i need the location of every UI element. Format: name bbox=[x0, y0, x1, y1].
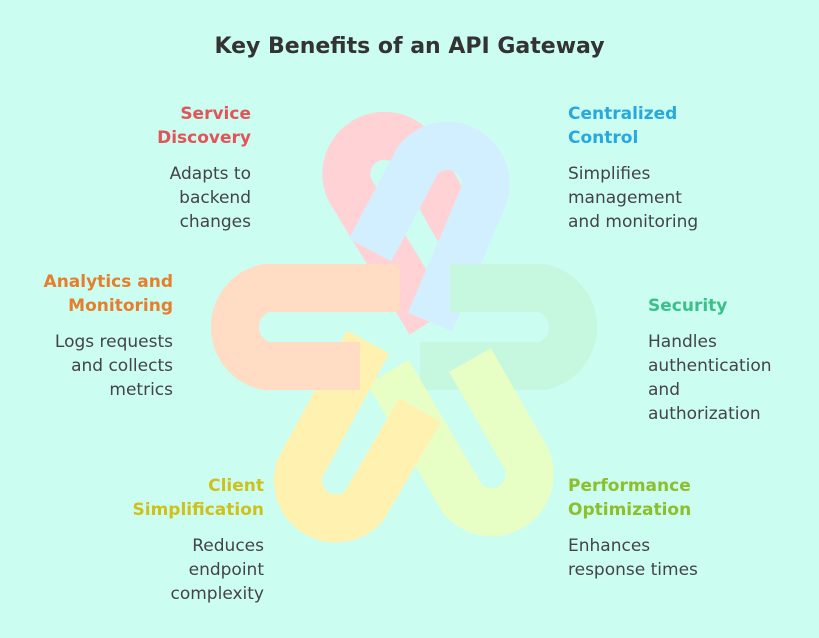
description-line: metrics bbox=[109, 380, 173, 400]
diagram-title: Key Benefits of an API Gateway bbox=[214, 34, 605, 59]
benefit-description: Enhances response times bbox=[568, 534, 698, 582]
description-line: changes bbox=[179, 212, 251, 232]
benefit-description: Simplifies management and monitoring bbox=[568, 162, 698, 234]
benefit-client-simplification: Client Simplification Reduces endpoint c… bbox=[133, 474, 265, 606]
heading-line: Monitoring bbox=[68, 296, 173, 316]
description-line: response times bbox=[568, 560, 698, 580]
benefit-description: Reduces endpoint complexity bbox=[133, 534, 265, 606]
benefit-centralized-control: Centralized Control Simplifies managemen… bbox=[568, 102, 698, 234]
description-line: Adapts to bbox=[169, 164, 251, 184]
heading-line: Optimization bbox=[568, 500, 692, 520]
heading-line: Client bbox=[208, 476, 264, 496]
description-line: Enhances bbox=[568, 536, 651, 556]
description-line: backend bbox=[179, 188, 251, 208]
knot-loop-security bbox=[420, 264, 598, 390]
heading-line: Control bbox=[568, 128, 639, 148]
knot-loop-centralized-control bbox=[348, 121, 510, 332]
heading-line: Discovery bbox=[157, 128, 251, 148]
description-line: authorization bbox=[648, 404, 761, 424]
knot-loop-performance bbox=[367, 348, 554, 537]
benefit-description: Adapts to backend changes bbox=[157, 162, 251, 234]
benefit-service-discovery: Service Discovery Adapts to backend chan… bbox=[157, 102, 251, 234]
heading-line: Centralized bbox=[568, 104, 678, 124]
description-line: and monitoring bbox=[568, 212, 699, 232]
description-line: Logs requests bbox=[54, 332, 173, 352]
benefit-analytics-monitoring: Analytics and Monitoring Logs requests a… bbox=[44, 270, 173, 402]
description-line: and collects bbox=[71, 356, 173, 376]
description-line: and bbox=[648, 380, 680, 400]
benefit-heading: Centralized Control bbox=[568, 102, 698, 150]
knot-loop-analytics bbox=[210, 264, 400, 390]
benefit-heading: Security bbox=[648, 294, 772, 318]
benefit-description: Logs requests and collects metrics bbox=[44, 330, 173, 402]
benefit-description: Handles authentication and authorization bbox=[648, 330, 772, 426]
benefit-performance-optimization: Performance Optimization Enhances respon… bbox=[568, 474, 698, 582]
benefit-security: Security Handles authentication and auth… bbox=[648, 294, 772, 426]
heading-line: Simplification bbox=[132, 500, 265, 520]
benefit-heading: Service Discovery bbox=[157, 102, 251, 150]
description-line: endpoint bbox=[188, 560, 264, 580]
description-line: management bbox=[568, 188, 682, 208]
benefit-heading: Client Simplification bbox=[133, 474, 265, 522]
description-line: complexity bbox=[170, 584, 265, 604]
description-line: Reduces bbox=[192, 536, 264, 556]
heading-line: Security bbox=[648, 296, 728, 316]
description-line: authentication bbox=[648, 356, 772, 376]
knot-loop-client-simplification bbox=[273, 330, 441, 543]
description-line: Handles bbox=[648, 332, 717, 352]
heading-line: Service bbox=[180, 104, 251, 124]
heading-line: Analytics and bbox=[43, 272, 173, 292]
description-line: Simplifies bbox=[568, 164, 651, 184]
benefit-heading: Analytics and Monitoring bbox=[44, 270, 173, 318]
heading-line: Performance bbox=[568, 476, 691, 496]
benefit-heading: Performance Optimization bbox=[568, 474, 698, 522]
